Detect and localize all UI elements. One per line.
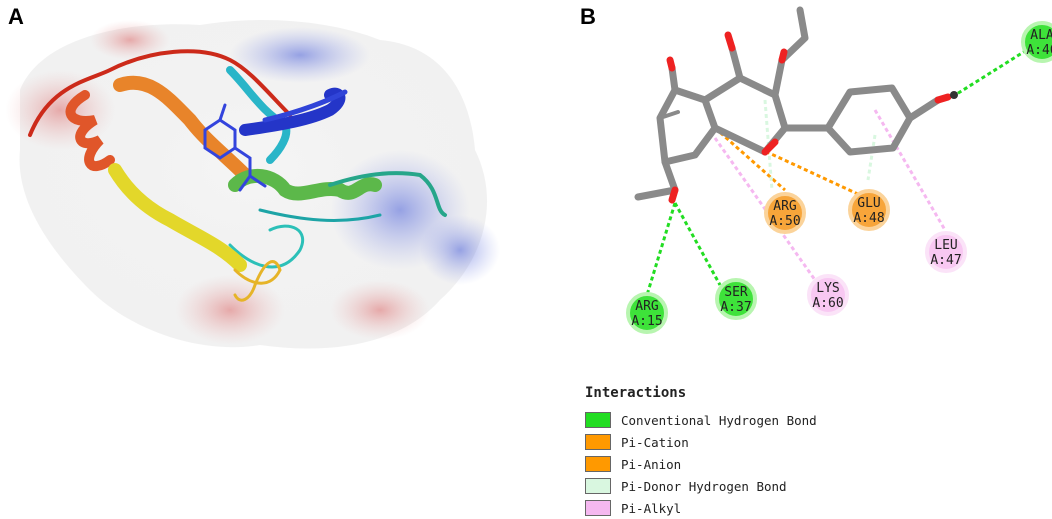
residue-arg50: ARG A:50 bbox=[764, 192, 806, 234]
legend-swatch bbox=[585, 456, 611, 472]
pi-anion-line-glu48 bbox=[714, 126, 861, 197]
pi-cation-line-arg50 bbox=[714, 126, 786, 192]
residue-name: ARG bbox=[635, 299, 659, 314]
legend-item-pi-anion: Pi-Anion bbox=[585, 453, 817, 475]
residue-arg15: ARG A:15 bbox=[626, 292, 668, 334]
legend-item-conventional-hbond: Conventional Hydrogen Bond bbox=[585, 409, 817, 431]
legend-item-pi-donor-hbond: Pi-Donor Hydrogen Bond bbox=[585, 475, 817, 497]
residue-id: A:46 bbox=[1026, 43, 1052, 58]
residue-name: SER bbox=[724, 285, 748, 300]
pi-donor-line-glu48 bbox=[866, 134, 877, 181]
residue-name: LEU bbox=[934, 238, 957, 253]
interaction-lines bbox=[645, 46, 1031, 296]
residue-id: A:50 bbox=[769, 214, 800, 229]
ligand-structure bbox=[634, 6, 942, 201]
legend-label: Conventional Hydrogen Bond bbox=[621, 412, 817, 428]
residue-leu47: LEU A:47 bbox=[925, 231, 967, 273]
interactions-legend: Interactions Conventional Hydrogen Bond … bbox=[585, 385, 817, 519]
residue-id: A:60 bbox=[812, 296, 843, 311]
hbond-line-ala46 bbox=[951, 46, 1031, 99]
panel-b-label: B bbox=[580, 4, 596, 29]
residue-name: GLU bbox=[857, 196, 880, 211]
hbond-line-arg15 bbox=[645, 202, 677, 296]
protein-structure-image bbox=[5, 20, 500, 349]
molecular-surface bbox=[5, 20, 500, 349]
hydroxyl-hydrogen bbox=[950, 91, 958, 99]
protein-cartoon bbox=[28, 49, 447, 302]
interaction-diagram: ALA A:46 ARG A:50 GLU A:48 LEU A:47 LYS … bbox=[626, 6, 1052, 334]
residue-ser37: SER A:37 bbox=[715, 278, 757, 320]
residue-id: A:48 bbox=[853, 211, 884, 226]
residue-name: ARG bbox=[773, 199, 797, 214]
legend-label: Pi-Donor Hydrogen Bond bbox=[621, 478, 787, 494]
residue-name: ALA bbox=[1030, 28, 1052, 43]
legend-label: Pi-Anion bbox=[621, 456, 682, 472]
residue-id: A:15 bbox=[631, 314, 662, 329]
legend-label: Pi-Alkyl bbox=[621, 500, 682, 516]
panel-a-label: A bbox=[8, 4, 24, 29]
legend-title: Interactions bbox=[585, 385, 687, 401]
hbond-line-ser37 bbox=[673, 202, 722, 286]
residue-lys60: LYS A:60 bbox=[807, 274, 849, 316]
legend-item-pi-cation: Pi-Cation bbox=[585, 431, 817, 453]
residue-glu48: GLU A:48 bbox=[848, 189, 890, 231]
ligand-oxygens bbox=[666, 31, 952, 204]
legend-item-pi-alkyl: Pi-Alkyl bbox=[585, 497, 817, 519]
legend-swatch bbox=[585, 478, 611, 494]
legend-swatch bbox=[585, 500, 611, 516]
pi-alkyl-line-leu47 bbox=[873, 109, 947, 231]
residue-id: A:37 bbox=[720, 300, 751, 315]
legend-swatch bbox=[585, 434, 611, 450]
residue-name: LYS bbox=[816, 281, 839, 296]
residue-ala46: ALA A:46 bbox=[1021, 21, 1052, 63]
legend-swatch bbox=[585, 412, 611, 428]
residue-id: A:47 bbox=[930, 253, 961, 268]
legend-label: Pi-Cation bbox=[621, 434, 689, 450]
